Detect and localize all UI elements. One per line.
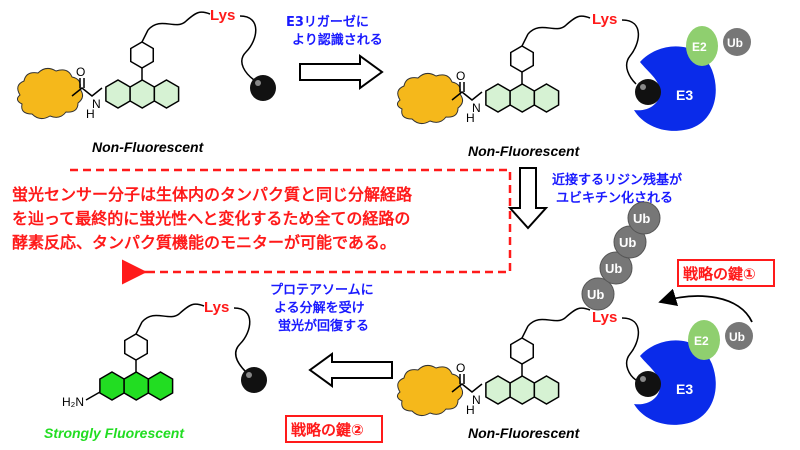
linker-bead-1 — [250, 75, 276, 101]
caption-strongly-fluorescent: Strongly Fluorescent — [44, 425, 185, 441]
tricyclic-core-2 — [485, 83, 560, 113]
ubiquitin-chain-4 — [627, 201, 661, 235]
step3-line3: 蛍光が回復する — [278, 318, 369, 334]
caption-non-fluorescent-2: Non-Fluorescent — [468, 143, 581, 159]
key2-label: 戦略の鍵② — [291, 421, 364, 439]
cyclohexyl-ring-1 — [129, 41, 155, 69]
step1-line2: より認識される — [292, 32, 383, 48]
summary-line2: を辿って最終的に蛍光性へと変化するため全ての経路の — [12, 209, 410, 228]
ubiquitin-chain-1 — [581, 277, 615, 311]
ub-chain-label-1: Ub — [587, 287, 604, 302]
e3-ligase-shape-1 — [634, 46, 716, 131]
key1-box — [677, 259, 775, 287]
key1-label: 戦略の鍵① — [683, 265, 756, 283]
ubiquitin-chain-2 — [599, 251, 633, 285]
nitrogen-label: N — [472, 393, 481, 407]
hollow-arrow-down — [507, 167, 549, 230]
ub-chain-label-2: Ub — [605, 261, 622, 276]
oxygen-label: O — [456, 69, 465, 83]
ub-label-2: Ub — [729, 330, 745, 344]
cyclohexyl-ring-3 — [123, 333, 149, 361]
e2-enzyme-2 — [688, 320, 720, 360]
tricyclic-core-3 — [485, 375, 560, 405]
step3-line2: よる分解を受け — [274, 300, 365, 316]
ub-label-1: Ub — [727, 36, 743, 50]
cargo-blob-1 — [16, 67, 84, 120]
linker-bead-4 — [241, 367, 267, 393]
tricyclic-core-1 — [105, 79, 180, 109]
cargo-blob-3 — [396, 364, 464, 417]
probe-molecule-1: O N H Lys — [16, 7, 276, 121]
key2-box — [285, 415, 383, 443]
nitrogen-label: N — [472, 101, 481, 115]
lys-label-1: Lys — [210, 7, 235, 24]
e2-label-1: E2 — [692, 40, 707, 54]
tricyclic-core-fluorescent — [99, 371, 174, 401]
step2-line2: ユビキチン化される — [556, 190, 673, 206]
e2-enzyme-1 — [686, 26, 718, 66]
nitrogen-label: N — [92, 97, 101, 111]
step2-line1: 近接するリジン残基が — [552, 172, 682, 188]
summary-line3: 酵素反応、タンパク質機能のモニターが可能である。 — [12, 233, 396, 252]
cyclohexyl-ring-2 — [509, 45, 535, 73]
hydrogen-label: H — [86, 107, 95, 121]
hydrogen-label: H — [466, 403, 475, 417]
probe-molecule-3: O N H Lys E3 E2 Ub — [396, 307, 753, 425]
caption-non-fluorescent-3: Non-Fluorescent — [468, 425, 581, 441]
step3-line1: プロテアソームに — [270, 283, 374, 298]
e3-ligase-shape-2 — [634, 340, 716, 425]
ubiquitin-1 — [723, 28, 751, 56]
e3-label-2: E3 — [676, 381, 693, 397]
e3-label-1: E3 — [676, 87, 693, 103]
caption-non-fluorescent-1: Non-Fluorescent — [92, 139, 205, 155]
fluorescent-product: H₂N Lys — [62, 299, 267, 409]
e2-label-2: E2 — [694, 334, 709, 348]
probe-molecule-2: O N H Lys E3 E2 Ub — [396, 11, 751, 131]
amine-label: H₂N — [62, 395, 84, 409]
linker-bead-3 — [635, 371, 661, 397]
ub-chain-label-4: Ub — [633, 211, 650, 226]
ubiquitin-2 — [725, 322, 753, 350]
lys-label-3: Lys — [592, 309, 617, 326]
oxygen-label: O — [456, 361, 465, 375]
dashed-summary-frame — [70, 168, 512, 274]
linker-bead-2 — [635, 79, 661, 105]
lys-label-2: Lys — [592, 11, 617, 28]
ub-chain-label-3: Ub — [619, 235, 636, 250]
summary-line1: 蛍光センサー分子は生体内のタンパク質と同じ分解経路 — [12, 185, 413, 204]
polyubiquitin-chain: Ub Ub Ub Ub — [581, 201, 661, 311]
lys-label-4: Lys — [204, 299, 229, 316]
hollow-arrow-right — [299, 54, 384, 90]
hydrogen-label: H — [466, 111, 475, 125]
curved-transfer-arrow — [658, 288, 753, 323]
step1-line1: E3リガーゼに — [286, 14, 369, 30]
cargo-blob-2 — [396, 72, 464, 125]
oxygen-label: O — [76, 65, 85, 79]
hollow-arrow-left — [308, 352, 393, 388]
cyclohexyl-ring-4 — [509, 337, 535, 365]
